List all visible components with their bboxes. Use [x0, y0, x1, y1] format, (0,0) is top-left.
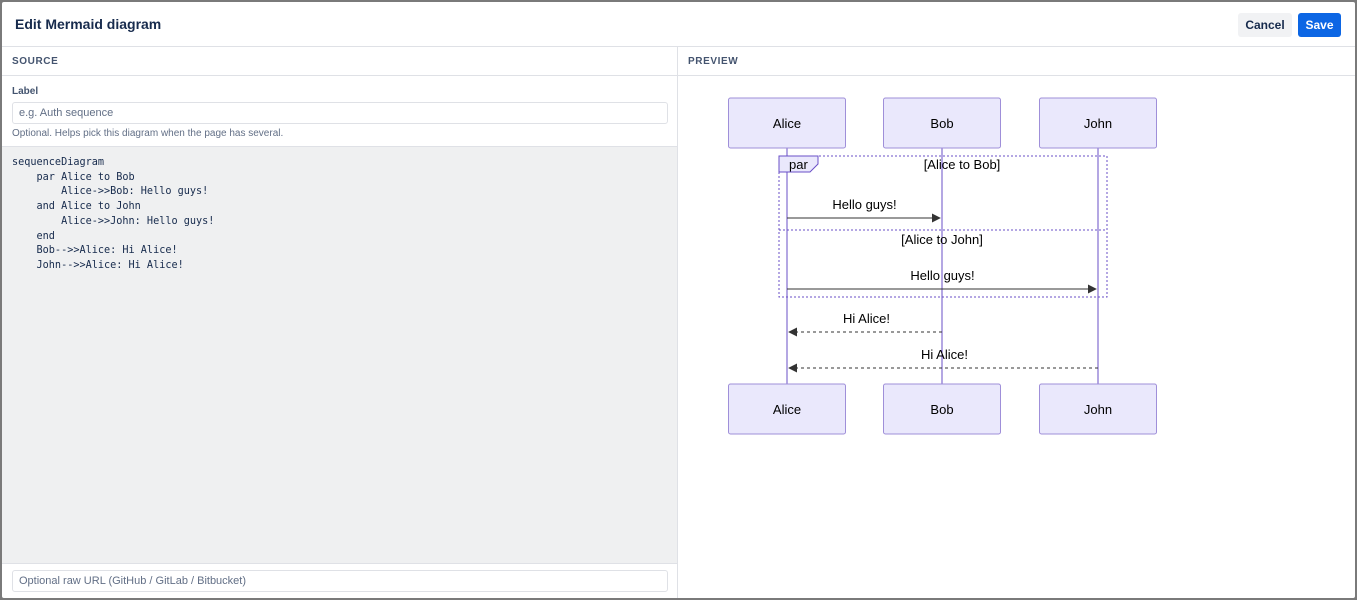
dialog-header: Edit Mermaid diagram Cancel Save — [2, 2, 1355, 47]
actor-box-alice — [728, 97, 846, 149]
actor-box-bob — [883, 383, 1001, 435]
actor-label: John — [1084, 116, 1112, 131]
actor-box-bob — [883, 97, 1001, 149]
section-divider — [2, 75, 677, 76]
sequence-diagram: par [Alice to Bob] [Alice to John] Hello gu… — [728, 97, 1157, 435]
code-text[interactable]: sequenceDiagram par Alice to Bob Alice->… — [12, 157, 215, 271]
actor-label: John — [1084, 402, 1112, 417]
preview-panel: PREVIEW par [Alice to Bob] [Alice to John]… — [678, 47, 1355, 598]
section-divider — [678, 75, 1355, 76]
code-editor[interactable]: sequenceDiagram par Alice to Bob Alice->… — [2, 146, 677, 564]
message-label: Hello guys! — [910, 268, 974, 283]
message-label: Hi Alice! — [921, 347, 968, 362]
save-button[interactable]: Save — [1298, 13, 1341, 37]
actor-label: Alice — [773, 402, 801, 417]
source-section-title: SOURCE — [12, 56, 59, 67]
label-help-text: Optional. Helps pick this diagram when t… — [12, 128, 284, 139]
message-label: Hi Alice! — [843, 311, 890, 326]
raw-url-input[interactable] — [12, 570, 668, 592]
actor-label: Bob — [930, 116, 953, 131]
label-input[interactable] — [12, 102, 668, 124]
par-keyword: par — [789, 157, 808, 172]
actor-box-john — [1039, 97, 1157, 149]
source-panel: SOURCE Label Optional. Helps pick this d… — [2, 47, 678, 598]
actor-label: Bob — [930, 402, 953, 417]
actor-box-alice — [728, 383, 846, 435]
par-section-label: [Alice to Bob] — [924, 157, 1001, 172]
cancel-button[interactable]: Cancel — [1238, 13, 1292, 37]
par-box — [778, 155, 1108, 298]
par-section-label: [Alice to John] — [901, 232, 983, 247]
actor-label: Alice — [773, 116, 801, 131]
label-field-title: Label — [12, 86, 39, 97]
actor-box-john — [1039, 383, 1157, 435]
message-label: Hello guys! — [832, 197, 896, 212]
par-label-box — [778, 155, 819, 173]
preview-section-title: PREVIEW — [688, 56, 739, 67]
dialog-title: Edit Mermaid diagram — [15, 16, 162, 32]
